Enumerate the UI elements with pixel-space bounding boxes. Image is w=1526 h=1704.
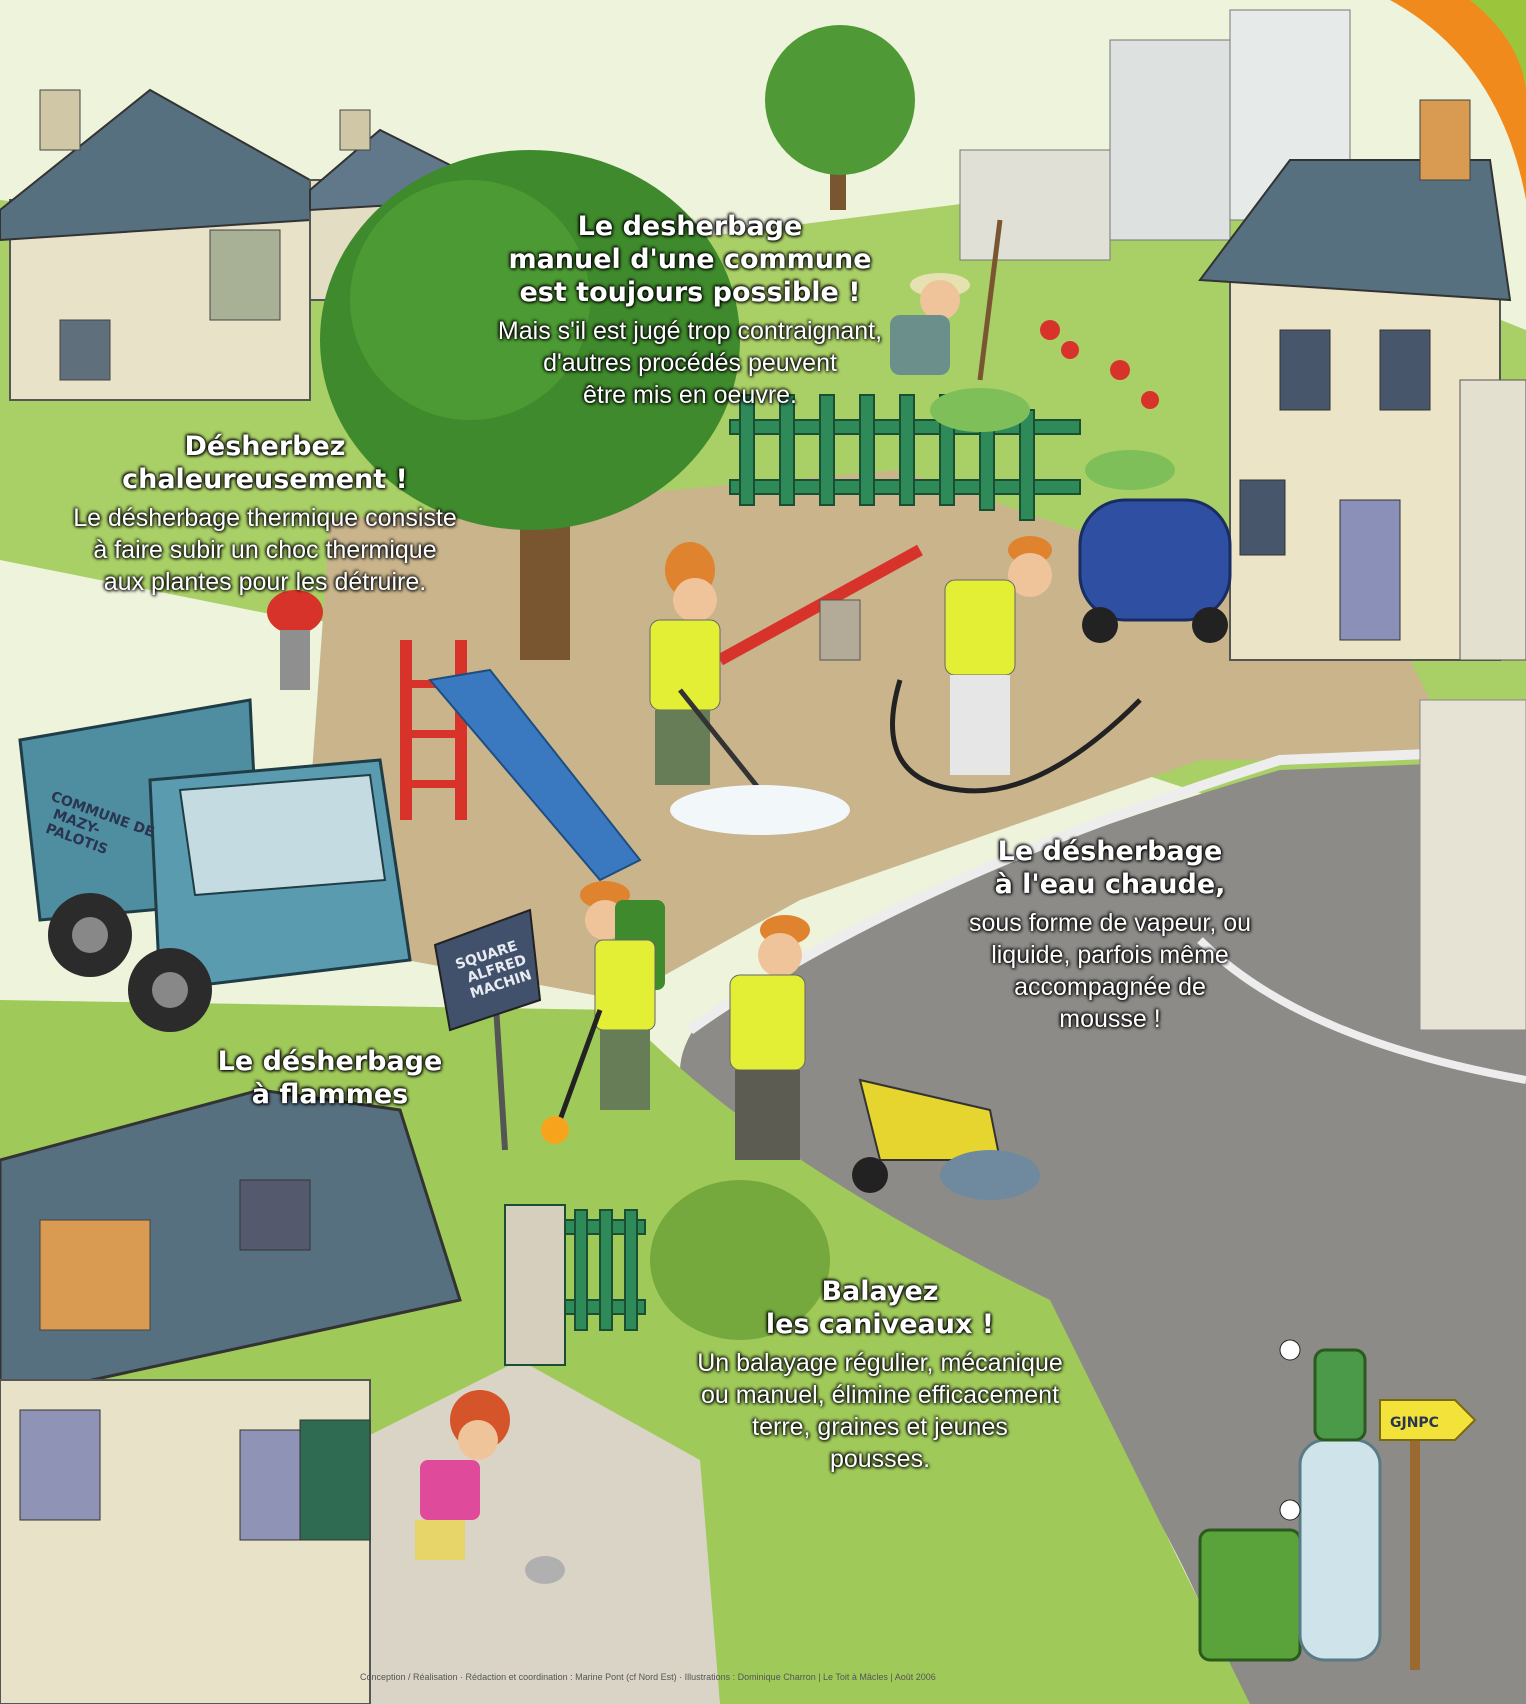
woman-pouring-water <box>415 1390 565 1584</box>
caption-manual-body: Mais s'il est jugé trop contraignant, d'… <box>497 317 883 409</box>
kerb-line-right <box>1197 937 1526 1084</box>
house-bottom-left <box>0 1088 462 1704</box>
caption-flames-heading: Le désherbage à flammes <box>217 1046 443 1110</box>
credits-line: Conception / Réalisation · Rédaction et … <box>360 1672 936 1682</box>
caption-gutters: Balayez les caniveaux ! Un balayage régu… <box>660 1275 1100 1475</box>
gardener-figure <box>890 219 1003 381</box>
building-right-edge <box>1419 699 1526 1031</box>
worker-thermal <box>649 542 850 835</box>
water-tank <box>1078 498 1232 643</box>
seesaw <box>717 544 923 666</box>
mascot-characters <box>1198 1339 1382 1662</box>
garden-path <box>360 1360 720 1704</box>
caption-thermal-heading: Désherbez chaleureusement ! <box>122 431 408 495</box>
tree-background <box>765 25 915 210</box>
worker-sweeper <box>729 915 1040 1200</box>
green-arc-decoration <box>1470 0 1526 90</box>
caption-manual: Le desherbage manuel d'une commune est t… <box>440 210 940 411</box>
caption-gutters-body: Un balayage régulier, mécanique ou manue… <box>697 1349 1063 1473</box>
playground-slide <box>400 640 642 882</box>
caption-hot-water-body: sous forme de vapeur, ou liquide, parfoi… <box>968 909 1252 1033</box>
caption-thermal: Désherbez chaleureusement ! Le désherbag… <box>20 430 510 598</box>
worker-flame <box>541 881 665 1144</box>
signpost: GJNPC <box>1379 1399 1477 1670</box>
municipal-truck: COMMUNE DE MAZY- PALOTIS <box>18 698 412 1032</box>
caption-manual-heading: Le desherbage manuel d'une commune est t… <box>508 211 872 308</box>
vegetable-garden <box>930 320 1175 490</box>
caption-hot-water-heading: Le désherbage à l'eau chaude, <box>994 836 1226 900</box>
square-sign: SQUARE ALFRED MACHIN <box>433 908 542 1151</box>
worker-hot-water <box>890 536 1142 794</box>
caption-hot-water: Le désherbage à l'eau chaude, sous forme… <box>900 835 1320 1035</box>
caption-flames: Le désherbage à flammes <box>180 1045 480 1111</box>
garden-gate <box>504 1204 646 1366</box>
hedge <box>650 1180 830 1340</box>
orange-arc-decoration <box>1390 0 1526 200</box>
stone-house-right <box>1198 99 1526 661</box>
house-top-left <box>0 88 311 401</box>
tree-center <box>320 150 740 660</box>
signpost-label: GJNPC <box>1390 1415 1439 1431</box>
caption-thermal-body: Le désherbage thermique consiste à faire… <box>73 504 457 596</box>
caption-gutters-heading: Balayez les caniveaux ! <box>765 1276 995 1340</box>
spring-rider <box>267 590 323 690</box>
